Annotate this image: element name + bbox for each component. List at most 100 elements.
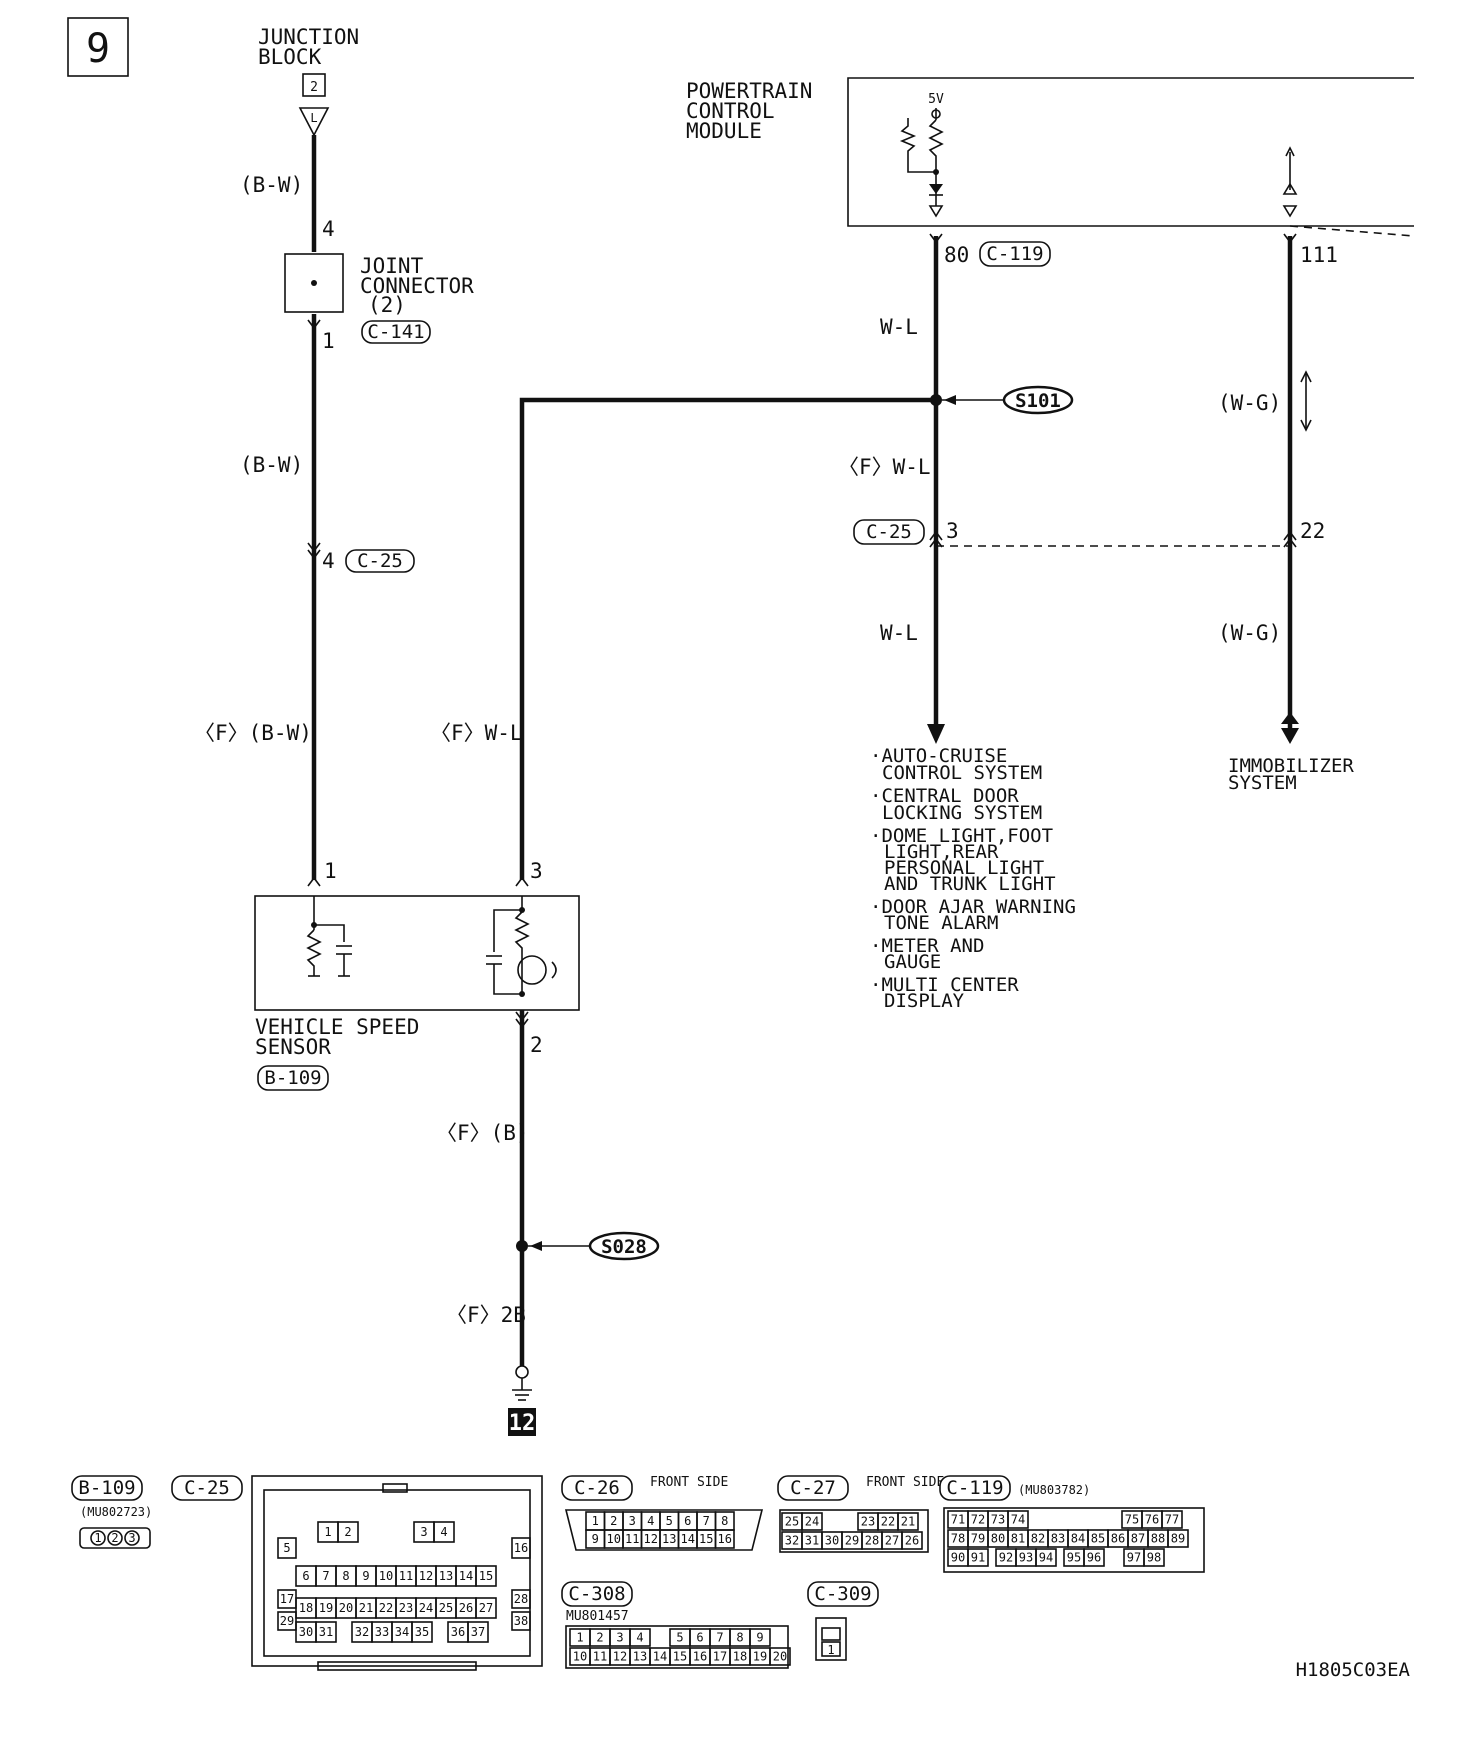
- c27-pin-label: 24: [805, 1515, 819, 1529]
- c25-pin-label: 12: [419, 1569, 433, 1583]
- conn-view-c119-pill: [939, 1475, 1011, 1501]
- document-code: H1805C03EA: [1296, 1659, 1411, 1681]
- wire-wl-branch-label: 〈F〉W-L: [430, 721, 523, 745]
- c119-pin-label: 91: [971, 1551, 985, 1565]
- conn-view-c26-side: FRONT SIDE: [650, 1475, 728, 1490]
- junction-block-ref: 2: [310, 80, 318, 95]
- wire-wl-arrow: [927, 724, 945, 744]
- c25-pin-cell: [511, 1589, 531, 1609]
- pcm-box: [847, 77, 1414, 227]
- c25-pin-label: 11: [399, 1569, 413, 1583]
- svg-text:1: 1: [94, 1531, 101, 1545]
- c25-pin-cell: [433, 1521, 455, 1543]
- c119-pin-label: 94: [1039, 1551, 1053, 1565]
- c308-pin-label: 15: [673, 1650, 687, 1664]
- c26-pin-label: 4: [647, 1514, 654, 1528]
- c25-pin-label: 31: [319, 1625, 333, 1639]
- junction-block-title-2: BLOCK: [258, 45, 322, 69]
- conn-view-b109-name: B-109: [78, 1477, 135, 1499]
- c25-pin-label: 7: [322, 1569, 329, 1583]
- c119-pin-label: 90: [951, 1551, 965, 1565]
- ground-ref-box: [508, 1408, 536, 1436]
- pcm-pin80: 80: [944, 243, 969, 267]
- pcm-title-2: CONTROL: [686, 99, 775, 123]
- c27-pin-label: 22: [881, 1515, 895, 1529]
- conn-c25-left-label: C-25: [357, 550, 403, 572]
- c25-pin-label: 29: [280, 1614, 294, 1628]
- pcm-pin111: 111: [1300, 243, 1338, 267]
- c26-pin-label: 6: [684, 1514, 691, 1528]
- c25-pin-label: 33: [375, 1625, 389, 1639]
- c25-pin-label: 19: [319, 1601, 333, 1615]
- c25-pin-label: 22: [379, 1601, 393, 1615]
- c119-pin-cell: [1007, 1510, 1029, 1529]
- svg-text:1: 1: [827, 1643, 834, 1657]
- c25-pin-label: 1: [324, 1525, 331, 1539]
- c25-right-pin3: 3: [946, 519, 959, 543]
- conn-b109-label: B-109: [264, 1067, 321, 1089]
- c308-pin-cell: [629, 1628, 651, 1647]
- c26-pin-label: 7: [703, 1514, 710, 1528]
- wire-b-ground-label: 〈F〉2B: [446, 1303, 526, 1327]
- joint-connector-line2: CONNECTOR: [360, 274, 474, 298]
- dest-3-line2: LIGHT,REAR: [884, 841, 999, 863]
- c25-pin-label: 28: [514, 1592, 528, 1606]
- conn-c119-pill: [979, 241, 1051, 267]
- c25-pin-label: 5: [283, 1541, 290, 1555]
- wire-bw-label-top: (B-W): [240, 173, 303, 197]
- c308-pin-label: 7: [716, 1631, 723, 1645]
- c26-pin-label: 8: [721, 1514, 728, 1528]
- c308-pin-label: 17: [713, 1650, 727, 1664]
- c25-left-pin: 4: [322, 549, 335, 573]
- c119-pin-label: 79: [971, 1532, 985, 1546]
- c119-pin-cell: [1083, 1548, 1105, 1567]
- c119-pin-cell: [1143, 1548, 1165, 1567]
- c25-pin-cell: [467, 1621, 489, 1643]
- c308-pin-label: 16: [693, 1650, 707, 1664]
- c26-pin-label: 11: [625, 1532, 639, 1546]
- c308-pin-label: 19: [753, 1650, 767, 1664]
- vss-pin1: 1: [324, 859, 337, 883]
- c119-pin-cell: [1161, 1510, 1183, 1529]
- wire-bw-label-bottom: 〈F〉(B-W): [194, 721, 312, 745]
- c308-pin-label: 13: [633, 1650, 647, 1664]
- wire-wl-label-top: W-L: [880, 315, 918, 339]
- conn-view-c27-pill: [777, 1475, 849, 1501]
- junction-block-title-1: JUNCTION: [258, 25, 359, 49]
- c27-pin-cell: [801, 1512, 823, 1531]
- page-number-box: [67, 17, 129, 77]
- c25-pin-cell: [315, 1621, 337, 1643]
- conn-view-c25-pill: [171, 1475, 243, 1501]
- c119-pin-label: 75: [1125, 1513, 1139, 1527]
- c25-pin-cell: [277, 1537, 297, 1559]
- pcm-voltage: 5V: [928, 92, 944, 107]
- splice-s028-arrow: [530, 1241, 542, 1251]
- c25-pin-cell: [337, 1521, 359, 1543]
- c26-pin-label: 13: [662, 1532, 676, 1546]
- dest-6-line2: DISPLAY: [884, 990, 965, 1012]
- conn-view-c25-name: C-25: [184, 1477, 230, 1499]
- c27-pin-label: 32: [785, 1534, 799, 1548]
- c25-pin-label: 4: [440, 1525, 447, 1539]
- dest-4-line1: ·DOOR AJAR WARNING: [870, 896, 1076, 918]
- conn-c141-label: C-141: [367, 321, 424, 343]
- c25-pin-cell: [277, 1611, 297, 1631]
- c25-pin-cell: [511, 1537, 531, 1559]
- vss-title-1: VEHICLE SPEED: [255, 1015, 419, 1039]
- c25-pin-label: 36: [451, 1625, 465, 1639]
- c119-pin-cell: [1035, 1548, 1057, 1567]
- c25-right-pin22: 22: [1300, 519, 1325, 543]
- c308-pin-cell: [749, 1628, 771, 1647]
- wire-wg-arrow-down: [1281, 728, 1299, 744]
- dest-5-line1: ·METER AND: [870, 935, 984, 957]
- c26-pin-label: 16: [718, 1532, 732, 1546]
- c25-right-pin22-mark: [1283, 530, 1297, 548]
- vss-pin2: 2: [530, 1033, 543, 1057]
- c27-pin-label: 23: [861, 1515, 875, 1529]
- ground-ref: 12: [509, 1411, 536, 1436]
- page-number: 9: [86, 26, 110, 72]
